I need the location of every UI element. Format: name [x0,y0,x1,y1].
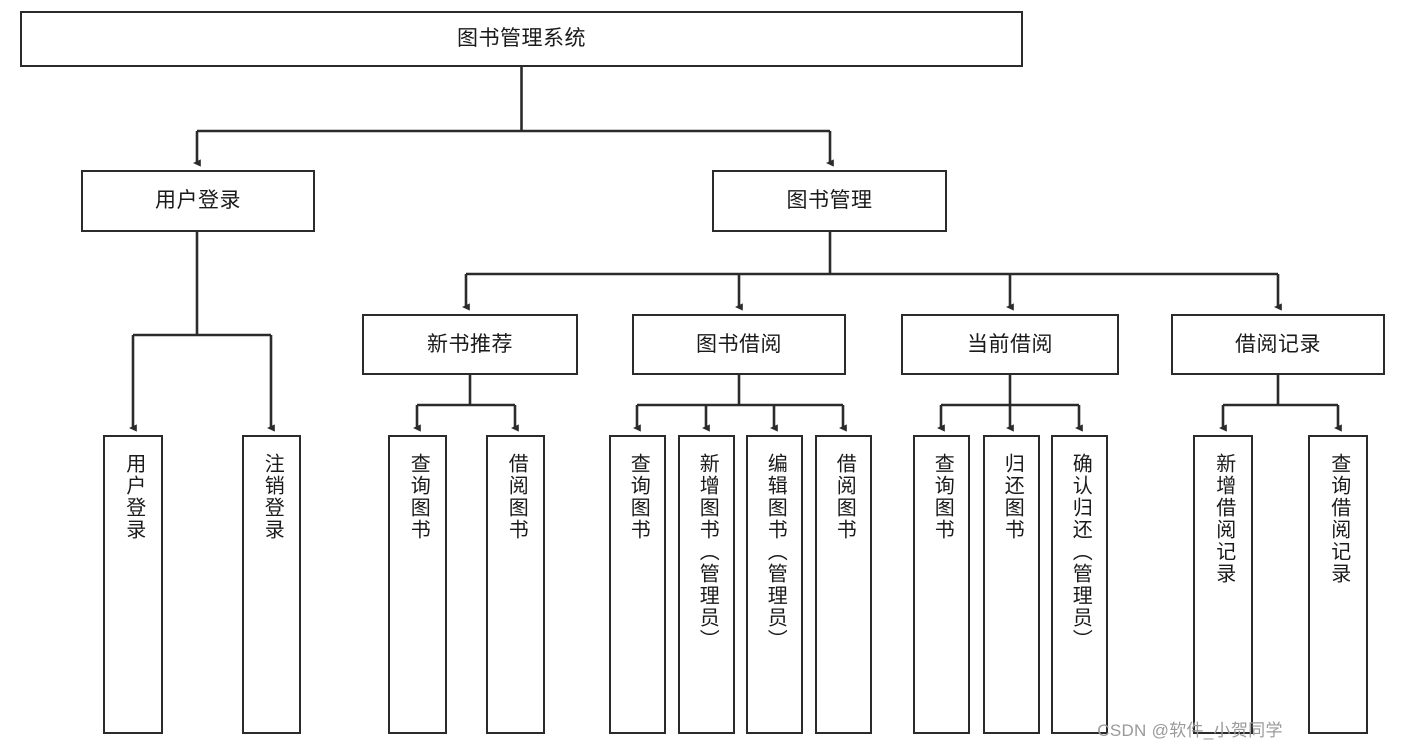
node-label: 查询借阅记录 [1327,453,1350,585]
node-root-system[interactable]: 图书管理系统 [20,11,1023,67]
node-new-book-recommend[interactable]: 新书推荐 [362,314,578,375]
node-label: 归还图书 [1001,453,1024,541]
node-label: 用户登录 [122,453,145,541]
node-label: 图书管理 [786,189,873,213]
node-label: 新增图书（管理员） [696,453,719,651]
node-label: 当前借阅 [967,332,1053,356]
node-label: 查询图书 [627,453,650,541]
node-borrow-record[interactable]: 借阅记录 [1171,314,1385,375]
node-label: 查询图书 [931,453,954,541]
csdn-watermark: CSDN @软件_小贺同学 [1097,721,1283,740]
node-user-login[interactable]: 用户登录 [81,170,315,232]
node-label: 图书借阅 [696,332,782,356]
node-leaf-query-book-1[interactable]: 查询图书 [388,435,447,734]
node-leaf-user-login[interactable]: 用户登录 [103,435,163,734]
node-label: 借阅记录 [1235,332,1321,356]
node-label: 确认归还（管理员） [1069,453,1092,651]
node-leaf-query-borrow-record[interactable]: 查询借阅记录 [1308,435,1368,734]
node-book-borrow[interactable]: 图书借阅 [632,314,846,375]
node-label: 新书推荐 [427,332,513,356]
node-label: 新增借阅记录 [1212,453,1235,585]
node-leaf-query-book-3[interactable]: 查询图书 [913,435,970,734]
node-label: 借阅图书 [833,453,856,541]
node-label: 编辑图书（管理员） [764,453,787,651]
node-label: 借阅图书 [505,453,528,541]
node-book-manage[interactable]: 图书管理 [712,170,947,232]
node-label: 图书管理系统 [457,27,586,51]
node-leaf-logout[interactable]: 注销登录 [242,435,301,734]
node-leaf-edit-book-admin[interactable]: 编辑图书（管理员） [746,435,803,734]
node-leaf-confirm-return-admin[interactable]: 确认归还（管理员） [1051,435,1108,734]
node-leaf-add-borrow-record[interactable]: 新增借阅记录 [1193,435,1253,734]
node-leaf-borrow-book-2[interactable]: 借阅图书 [815,435,872,734]
node-leaf-borrow-book-1[interactable]: 借阅图书 [486,435,545,734]
node-leaf-add-book-admin[interactable]: 新增图书（管理员） [678,435,735,734]
node-label: 查询图书 [407,453,430,541]
node-leaf-return-book[interactable]: 归还图书 [983,435,1040,734]
node-label: 注销登录 [261,453,284,541]
node-current-borrow[interactable]: 当前借阅 [901,314,1119,375]
node-leaf-query-book-2[interactable]: 查询图书 [609,435,666,734]
node-label: 用户登录 [155,189,241,213]
